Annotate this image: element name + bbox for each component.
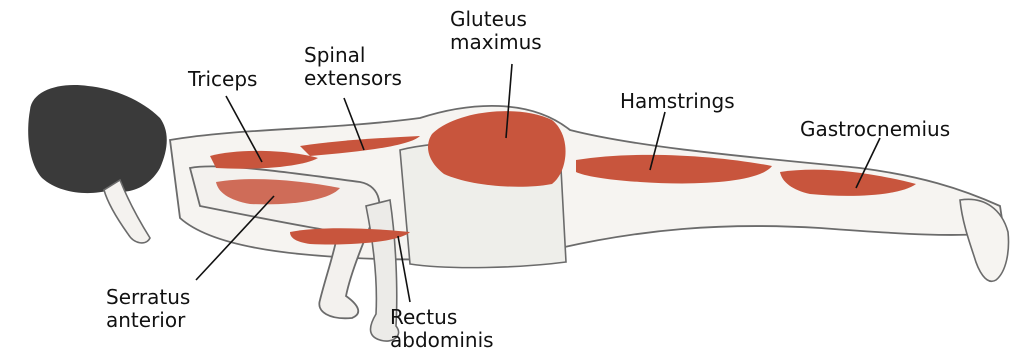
label-hamstrings: Hamstrings (620, 90, 735, 113)
label-line: Spinal (304, 44, 402, 67)
label-line: Hamstrings (620, 90, 735, 113)
hair (28, 85, 167, 193)
label-triceps: Triceps (188, 68, 257, 91)
label-line: Gastrocnemius (800, 118, 950, 141)
label-line: Serratus (106, 286, 190, 309)
label-gastrocnemius: Gastrocnemius (800, 118, 950, 141)
label-gluteus-maximus: Gluteus maximus (450, 8, 542, 54)
label-spinal-extensors: Spinal extensors (304, 44, 402, 90)
label-line: Rectus (390, 306, 494, 329)
label-line: anterior (106, 309, 190, 332)
label-line: abdominis (390, 329, 494, 352)
label-rectus-abdominis: Rectus abdominis (390, 306, 494, 352)
label-line: extensors (304, 67, 402, 90)
label-serratus-anterior: Serratus anterior (106, 286, 190, 332)
label-line: Gluteus (450, 8, 542, 31)
label-line: maximus (450, 31, 542, 54)
label-line: Triceps (188, 68, 257, 91)
